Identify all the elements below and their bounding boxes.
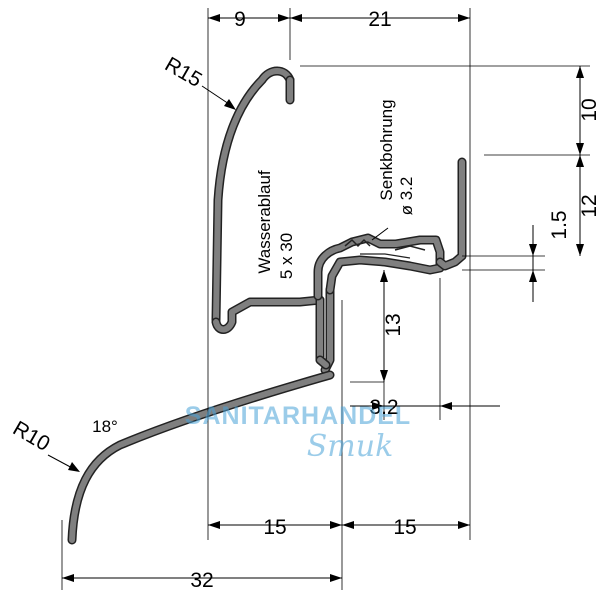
dimension-lines (47, 14, 584, 582)
label-radius-top: R15 (161, 53, 206, 92)
dim-center-height: 13 (382, 313, 405, 336)
dim-right-upper: 10 (578, 98, 600, 121)
dim-bottom-left: 15 (263, 516, 286, 539)
watermark: SANITARHANDEL Smuk (185, 402, 411, 464)
dim-top-right: 21 (368, 8, 391, 31)
extension-lines (61, 8, 590, 590)
dim-bottom-right: 15 (393, 516, 416, 539)
label-drain-size: 5 x 30 (277, 233, 296, 279)
label-hole-title: Senkbohrung (377, 99, 396, 200)
dim-right-small: 1.5 (548, 210, 571, 239)
dim-overall: 32 (190, 569, 213, 592)
label-radius-bottom: R10 (9, 417, 54, 456)
dim-center-offset: 3.2 (369, 396, 398, 419)
dim-right-middle: 12 (578, 194, 600, 217)
dim-top-left: 9 (234, 8, 246, 31)
label-angle: 18° (92, 417, 118, 436)
profile-shape (67, 66, 467, 545)
watermark-line1: SANITARHANDEL (185, 402, 411, 430)
watermark-line2: Smuk (307, 429, 394, 464)
label-hole-size: ø 3.2 (397, 177, 416, 216)
label-drain-title: Wasserablauf (255, 170, 274, 274)
